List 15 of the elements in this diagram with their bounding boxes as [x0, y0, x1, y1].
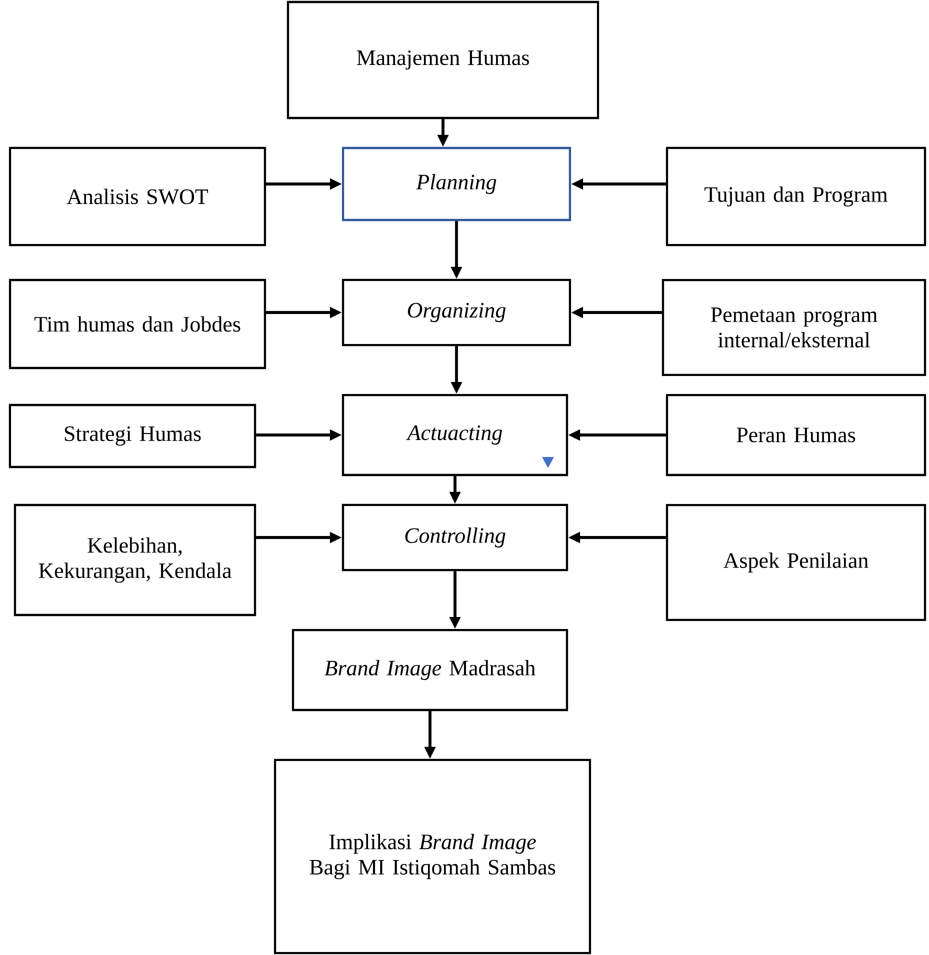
process-box: Peran Humas — [666, 394, 926, 476]
process-box: Aspek Penilaian — [666, 504, 926, 622]
process-box: Tujuan dan Program — [666, 146, 926, 246]
process-box: Tim humas dan Jobdes — [8, 278, 266, 370]
process-box: Planning — [342, 146, 572, 222]
process-box: Organizing — [342, 278, 572, 346]
process-box: Kelebihan, Kekurangan, Kendala — [14, 504, 256, 616]
process-box: Implikasi Brand Image Bagi MI Istiqomah Sambas — [274, 758, 592, 954]
process-box: Analisis SWOT — [8, 146, 266, 246]
process-box: Brand Image Madrasah — [292, 628, 568, 712]
process-box: Pemetaan program internal/eksternal — [662, 278, 926, 376]
process-box: Strategi Humas — [8, 404, 256, 468]
process-box: Controlling — [342, 504, 568, 572]
process-box: Manajemen Humas — [286, 0, 600, 120]
process-box: Actuacting — [342, 394, 568, 476]
